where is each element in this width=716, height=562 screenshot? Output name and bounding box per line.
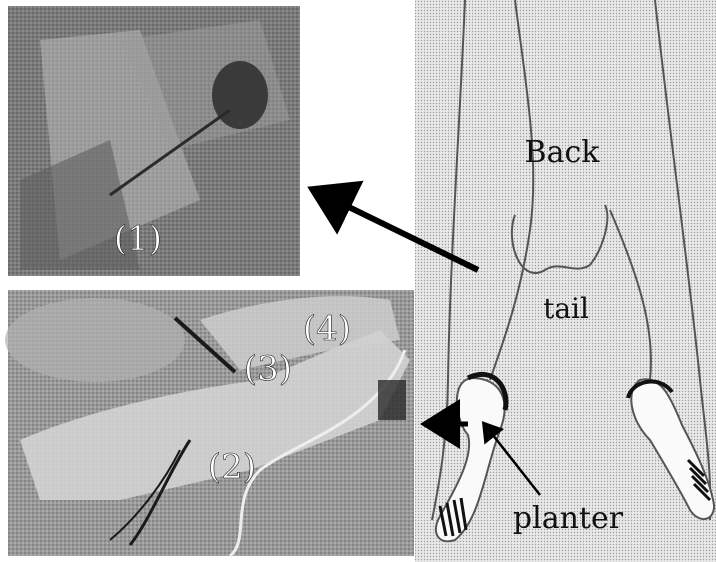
label-back: Back xyxy=(525,135,601,170)
label-planter: planter xyxy=(513,501,624,536)
photo-1: (1) xyxy=(8,6,300,276)
label-3: (3) xyxy=(244,349,292,389)
label-1: (1) xyxy=(114,219,162,259)
electrode-disc xyxy=(212,61,268,129)
label-tail: tail xyxy=(543,292,589,325)
label-4: (4) xyxy=(303,309,351,349)
photo-2: (2) (3) (4) xyxy=(5,290,414,556)
label-2: (2) xyxy=(208,447,256,487)
